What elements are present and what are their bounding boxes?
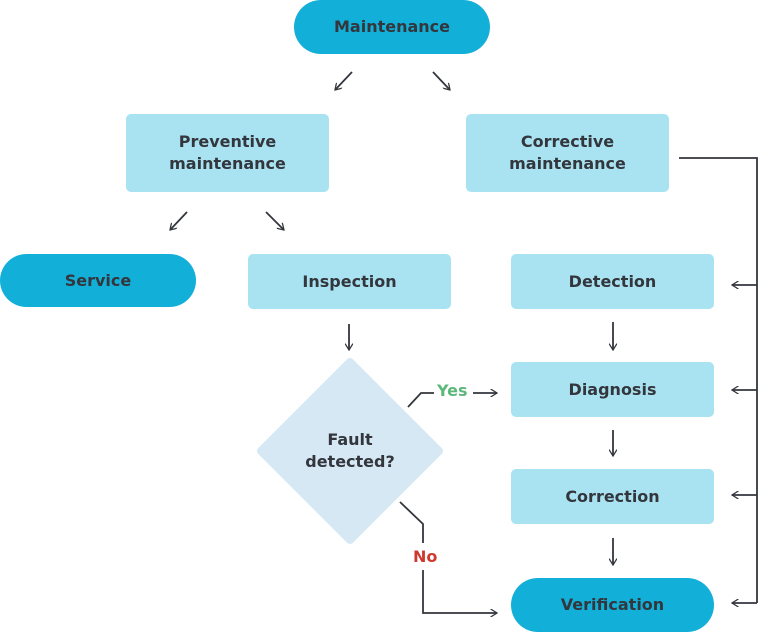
- corrective-bus-line: [679, 157, 758, 603]
- node-correction: Correction: [511, 469, 714, 524]
- no-label: No: [413, 547, 438, 566]
- no-stub: [399, 501, 424, 543]
- node-preventive-maintenance: Preventive maintenance: [126, 114, 329, 192]
- node-corrective-maintenance: Corrective maintenance: [466, 114, 669, 192]
- node-service: Service: [0, 254, 196, 307]
- no-path: [422, 570, 497, 613]
- yes-label: Yes: [437, 381, 468, 400]
- arrow-to-inspection: [265, 211, 284, 230]
- arrow-to-corrective: [432, 71, 450, 90]
- decision-diamond: [257, 358, 443, 544]
- node-diagnosis: Diagnosis: [511, 362, 714, 417]
- decision-label: Fault detected?: [305, 430, 395, 471]
- node-inspection: Inspection: [248, 254, 451, 309]
- node-verification: Verification: [511, 578, 714, 632]
- arrow-to-service: [170, 211, 188, 230]
- node-maintenance: Maintenance: [294, 0, 490, 54]
- arrow-to-preventive: [335, 71, 353, 90]
- node-detection: Detection: [511, 254, 714, 309]
- yes-stub: [407, 392, 434, 408]
